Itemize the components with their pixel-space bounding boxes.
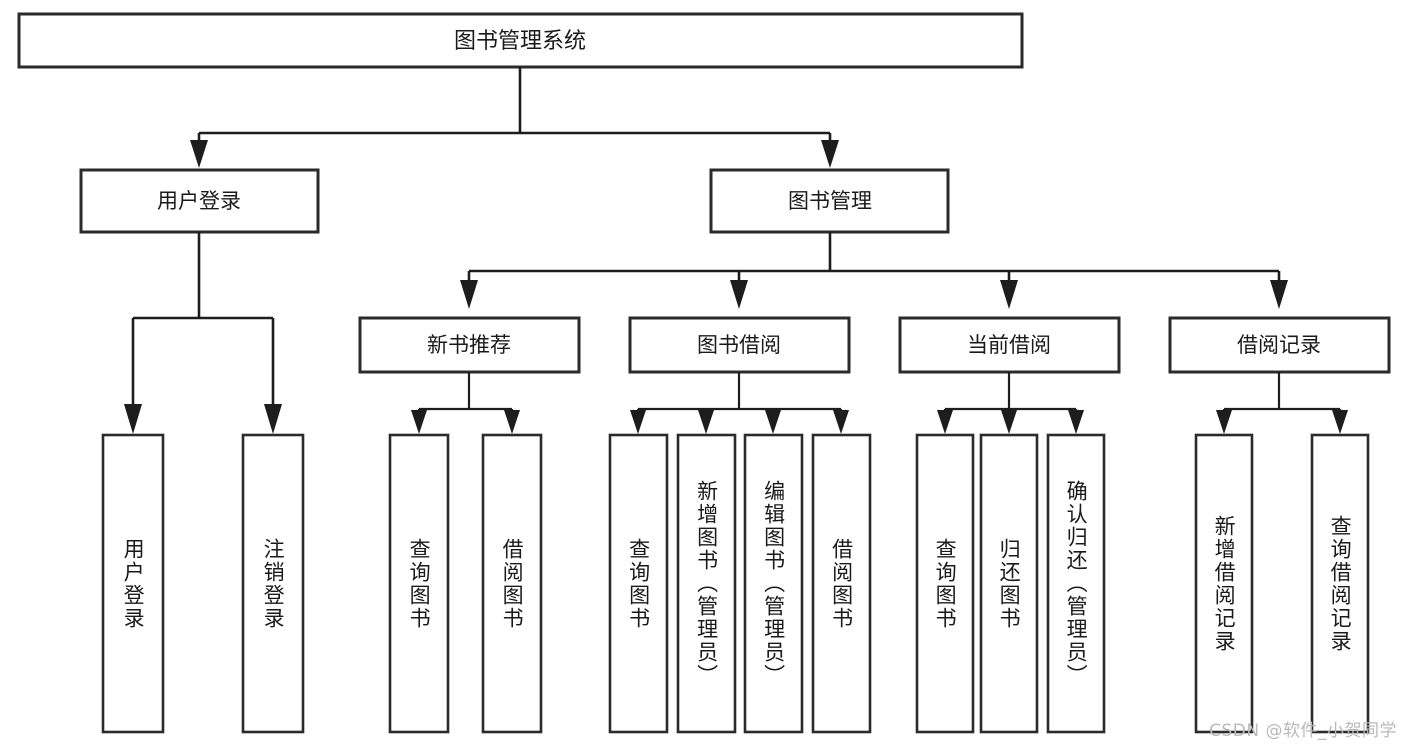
leaf-box-current-borrow-2[interactable] xyxy=(1046,433,1106,734)
leaf-box-book-borrow-2[interactable] xyxy=(743,433,804,734)
node-book-manage[interactable]: 图书管理 xyxy=(709,168,950,234)
node-root[interactable]: 图书管理系统 xyxy=(17,12,1024,69)
watermark-text: CSDN @软件_小贺同学 xyxy=(1209,721,1397,741)
connector-book-manage-to-level3 xyxy=(460,232,1288,309)
leaf-box-current-borrow-0[interactable] xyxy=(915,433,975,734)
leaf-box-borrow-record-0[interactable] xyxy=(1194,433,1254,734)
leaf-box-new-book-rec-1[interactable] xyxy=(481,433,543,734)
new-book-rec-box xyxy=(358,316,581,374)
leaf-box-book-borrow-1[interactable] xyxy=(676,433,737,734)
leaf-box-book-borrow-3[interactable] xyxy=(811,433,872,734)
new-book-rec-label: 新书推荐 xyxy=(427,333,511,357)
current-borrow-label: 当前借阅 xyxy=(967,333,1051,357)
leaf-box-current-borrow-1[interactable] xyxy=(979,433,1039,734)
leaf-box-new-book-rec-0[interactable] xyxy=(388,433,450,734)
connector-new-book-rec-to-leaves xyxy=(411,372,520,434)
borrow-record-label: 借阅记录 xyxy=(1237,333,1321,357)
connector-root-to-level2 xyxy=(190,67,839,168)
connector-borrow-record-to-leaves xyxy=(1216,372,1348,434)
node-user-login[interactable]: 用户登录 xyxy=(79,168,320,234)
leaf-box-user-login-0[interactable] xyxy=(101,433,165,734)
connector-user-login-to-leaves xyxy=(124,232,282,434)
book-manage-label: 图书管理 xyxy=(788,189,872,213)
current-borrow-box xyxy=(898,316,1121,374)
leaf-box-borrow-record-1[interactable] xyxy=(1310,433,1370,734)
node-current-borrow[interactable]: 当前借阅 xyxy=(898,316,1121,374)
user-login-box xyxy=(79,168,320,234)
node-new-book-rec[interactable]: 新书推荐 xyxy=(358,316,581,374)
connector-current-borrow-to-leaves xyxy=(937,372,1084,434)
node-borrow-record[interactable]: 借阅记录 xyxy=(1168,316,1391,374)
leaf-box-user-login-1[interactable] xyxy=(241,433,305,734)
leaf-box-book-borrow-0[interactable] xyxy=(608,433,669,734)
node-book-borrow[interactable]: 图书借阅 xyxy=(628,316,851,374)
connector-book-borrow-to-leaves xyxy=(630,372,849,434)
root-box xyxy=(17,12,1024,69)
root-label: 图书管理系统 xyxy=(454,29,586,54)
book-borrow-label: 图书借阅 xyxy=(697,333,781,357)
user-login-label: 用户登录 xyxy=(157,189,241,213)
